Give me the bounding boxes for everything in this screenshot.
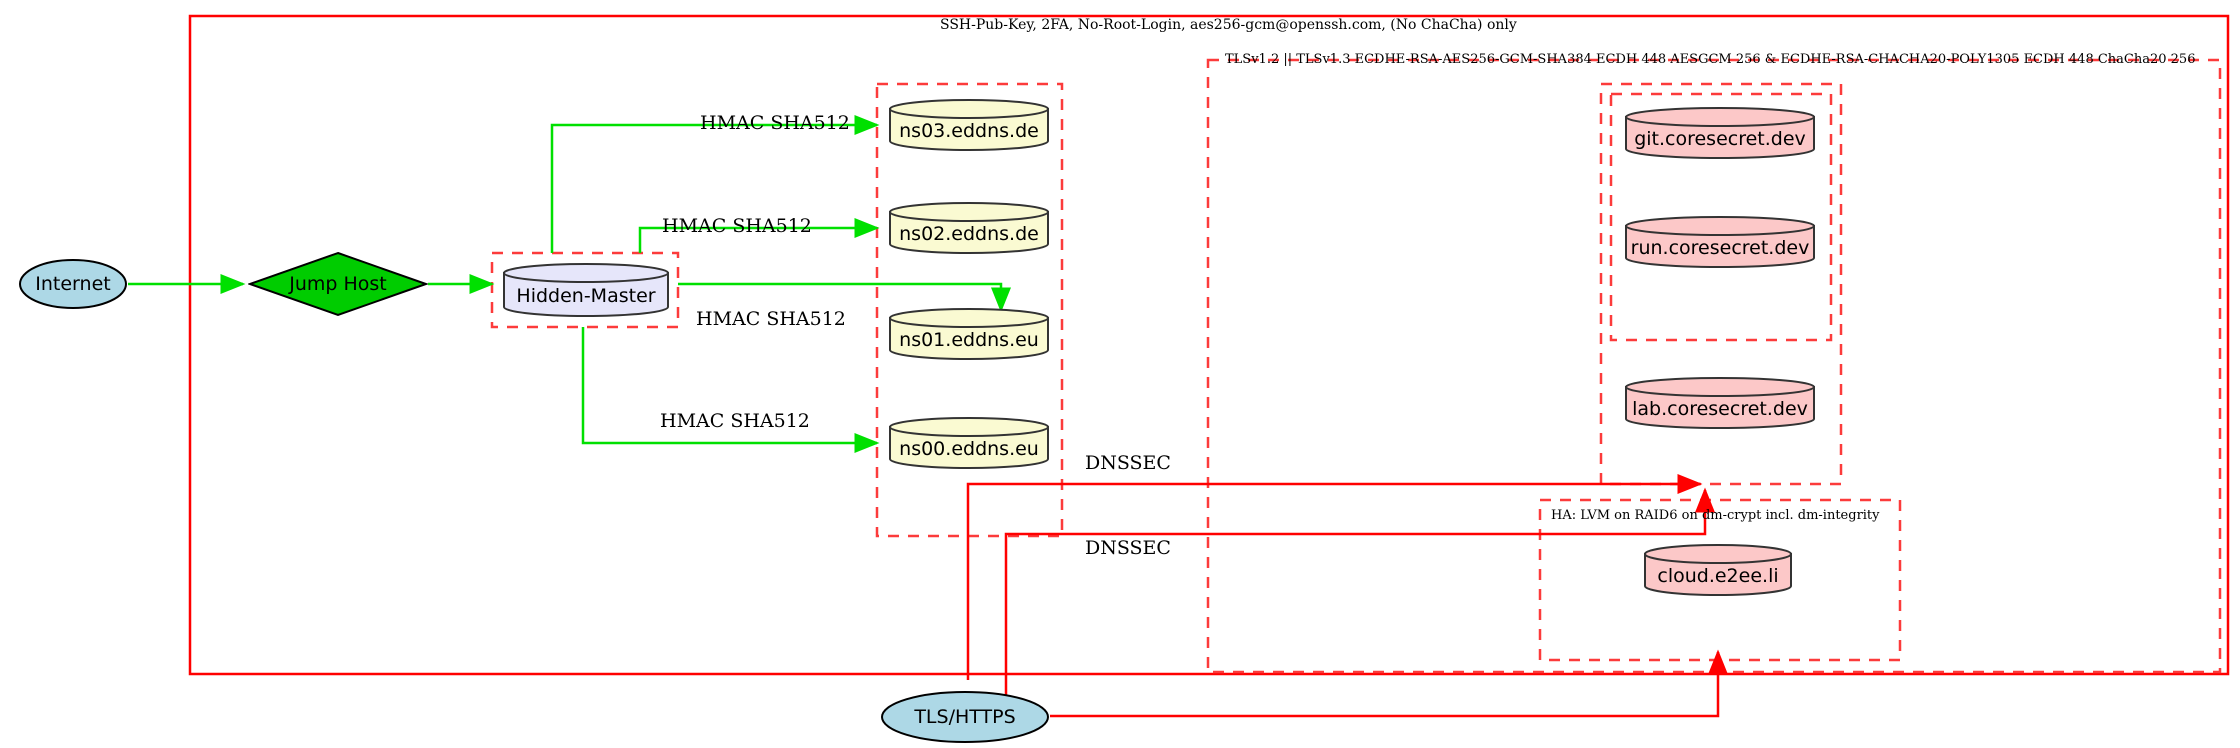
node-tls-https[interactable]: TLS/HTTPS (880, 690, 1050, 744)
cloud-e2ee-shape (1644, 544, 1792, 596)
boundary-dns-cluster (875, 82, 1064, 538)
edge-dnssec-lower (1004, 487, 1715, 716)
node-lab-coresecret[interactable]: lab.coresecret.dev (1624, 377, 1816, 429)
jump-host-shape (246, 251, 430, 317)
boundary-ssh-outer (188, 14, 2230, 676)
ns02-shape (889, 202, 1049, 254)
node-internet[interactable]: Internet (18, 258, 128, 310)
hidden-master-shape (503, 263, 669, 317)
lab-coresecret-shape (1625, 377, 1815, 429)
node-hidden-master[interactable]: Hidden-Master (502, 263, 670, 317)
node-ns02[interactable]: ns02.eddns.de (888, 202, 1050, 254)
edge-hiddenmaster-ns03 (550, 115, 880, 253)
edge-label-hmac-ns00: HMAC SHA512 (660, 410, 810, 432)
edge-label-dnssec-lower: DNSSEC (1085, 537, 1171, 559)
internet-shape (19, 259, 127, 309)
boundary-label-ha: HA: LVM on RAID6 on dm-crypt incl. dm-in… (1551, 508, 1880, 523)
git-coresecret-shape (1625, 107, 1815, 159)
node-ns00[interactable]: ns00.eddns.eu (888, 417, 1050, 469)
edge-tlshttps-ha (1050, 649, 1728, 718)
edge-hiddenmaster-ns00 (581, 327, 880, 453)
edge-hiddenmaster-ns02 (638, 218, 880, 253)
edge-label-hmac-ns03: HMAC SHA512 (700, 112, 850, 134)
node-git-coresecret[interactable]: git.coresecret.dev (1624, 107, 1816, 159)
edge-label-hmac-ns01: HMAC SHA512 (696, 308, 846, 330)
boundary-coresecret-inner (1609, 92, 1833, 342)
node-ns01[interactable]: ns01.eddns.eu (888, 308, 1050, 360)
node-run-coresecret[interactable]: run.coresecret.dev (1624, 216, 1816, 268)
edge-label-dnssec-upper: DNSSEC (1085, 452, 1171, 474)
node-jump-host[interactable]: Jump Host (246, 251, 430, 317)
edge-hiddenmaster-ns01 (678, 282, 1011, 313)
edge-dnssec-upper (966, 474, 1703, 680)
boundary-coresecret-outer (1599, 82, 1843, 486)
boundary-label-tls: TLSv1.2 || TLSv1.3 ECDHE-RSA-AES256-GCM-… (1225, 52, 2196, 67)
node-ns03[interactable]: ns03.eddns.de (888, 99, 1050, 151)
edge-label-hmac-ns02: HMAC SHA512 (662, 215, 812, 237)
ns03-shape (889, 99, 1049, 151)
node-cloud-e2ee[interactable]: cloud.e2ee.li (1643, 544, 1793, 596)
run-coresecret-shape (1625, 216, 1815, 268)
ns01-shape (889, 308, 1049, 360)
tls-https-shape (881, 691, 1049, 743)
ns00-shape (889, 417, 1049, 469)
boundary-label-ssh: SSH-Pub-Key, 2FA, No-Root-Login, aes256-… (940, 17, 1517, 33)
